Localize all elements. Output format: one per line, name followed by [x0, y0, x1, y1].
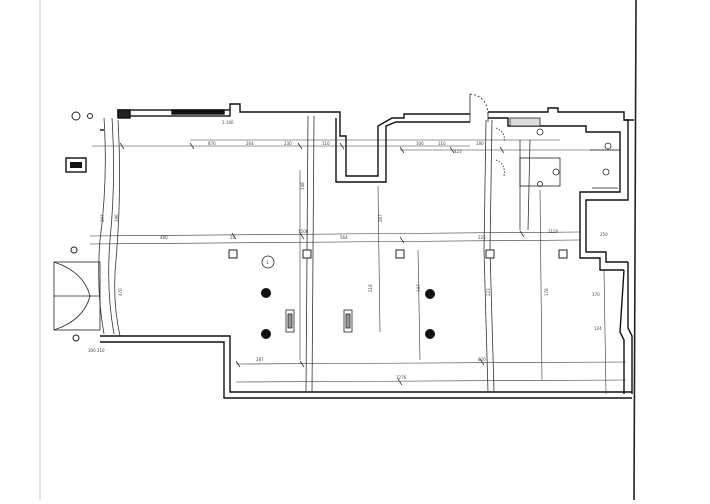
column-square [485, 249, 495, 259]
bathroom-fixtures [495, 117, 620, 189]
dim-label: 225 [478, 235, 486, 240]
left-marker-circle-small [87, 113, 93, 119]
dim-label: 870 [208, 141, 216, 146]
stamp-note: 1:100 [222, 120, 234, 125]
left-box-symbol-inner [70, 162, 82, 168]
dim-label: 1508 [298, 229, 309, 234]
floor-drain [261, 329, 271, 339]
dim-label: 178 [544, 288, 549, 296]
dim-label: 170 [592, 292, 600, 297]
floor-drain [425, 329, 435, 339]
left-wall-lines [98, 117, 121, 337]
left-marker-circle-mid [70, 246, 78, 254]
dimension-ticks [119, 142, 525, 386]
column-square [228, 249, 238, 259]
column-square [302, 249, 312, 259]
dim-label: 267 [378, 214, 383, 222]
section-tag-text: 1 [266, 260, 269, 265]
floor-drain [261, 288, 271, 298]
dim-label: 218 [368, 284, 373, 292]
dim-label: 264 [246, 141, 254, 146]
floor-drain [425, 289, 435, 299]
dim-label: 223 [486, 288, 491, 296]
dim-label: 230 [284, 141, 292, 146]
dim-label: 480 [160, 235, 168, 240]
floor-fixtures [261, 288, 435, 339]
column-square [558, 249, 568, 259]
column-square [395, 249, 405, 259]
dim-label: 106 [416, 141, 424, 146]
dim-label: 564 [340, 235, 348, 240]
top-door [469, 93, 489, 122]
left-marker-circle-bottom [72, 334, 80, 342]
dim-label: 820 [478, 357, 486, 362]
dim-label: 1276 [396, 375, 407, 380]
corner-note: 300 310 [88, 348, 105, 353]
dim-label: 250 [600, 232, 608, 237]
dim-label: 1150 [548, 229, 559, 234]
dimension-lines [89, 139, 627, 383]
dim-label: 110 [322, 141, 330, 146]
section-tag [261, 255, 275, 269]
entry-double-door [53, 261, 101, 331]
dim-label: 297 [100, 214, 105, 222]
dim-label: 423 [454, 149, 462, 154]
dim-label: 10 [230, 235, 236, 240]
dim-label: 287 [256, 357, 264, 362]
dim-label: 124 [594, 326, 602, 331]
dim-label: 110 [438, 141, 446, 146]
dim-label: 180 [476, 141, 484, 146]
dim-label: 147 [416, 284, 421, 292]
exterior-walls [100, 103, 634, 399]
sheet-right-edge [633, 0, 637, 501]
vertical-dim-labels: 297 148 267 218 147 223 196 470 178 [100, 182, 549, 296]
dim-label: 196 [114, 214, 119, 222]
column-markers [228, 249, 568, 259]
vertical-dimension-lines [299, 170, 607, 395]
left-marker-circle-top [71, 111, 81, 121]
dim-label: 148 [300, 182, 305, 190]
left-box-symbol [65, 157, 87, 173]
dim-label: 470 [118, 288, 123, 296]
pads [285, 309, 353, 333]
